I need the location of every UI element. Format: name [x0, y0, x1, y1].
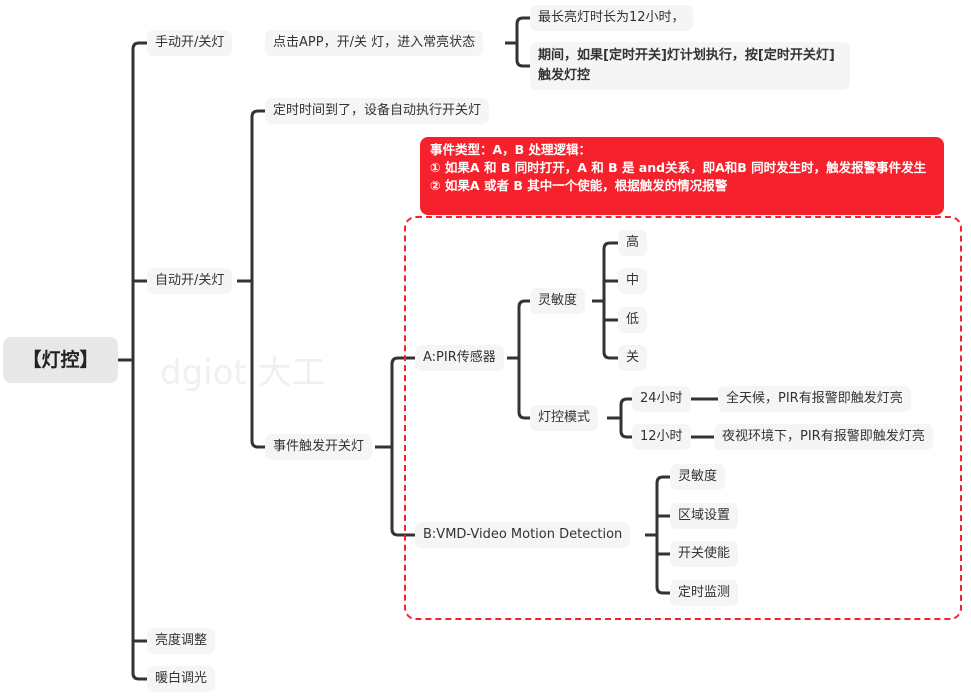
node-pir-sensitivity[interactable]: 灵敏度	[530, 288, 586, 314]
node-click-app[interactable]: 点击APP，开/关 灯，进入常亮状态	[265, 30, 484, 56]
logic-line-1: ① 如果A 和 B 同时打开，A 和 B 是 and关系，即A和B 同时发生时，…	[430, 160, 927, 175]
connector	[515, 16, 530, 68]
node-auto[interactable]: 自动开/关灯	[147, 268, 233, 294]
node-vmd-sensitivity[interactable]: 灵敏度	[670, 464, 726, 490]
ab-group-frame	[404, 216, 962, 620]
node-mode-24h-desc[interactable]: 全天候，PIR有报警即触发灯亮	[718, 386, 911, 412]
connector	[655, 475, 670, 595]
connector	[390, 356, 415, 537]
node-vmd-enable[interactable]: 开关使能	[670, 541, 739, 567]
logic-note[interactable]: 事件类型：A，B 处理逻辑： ① 如果A 和 B 同时打开，A 和 B 是 an…	[420, 137, 944, 215]
logic-title: 事件类型：A，B 处理逻辑：	[430, 142, 592, 157]
node-light-mode[interactable]: 灯控模式	[530, 405, 599, 431]
node-warm-white[interactable]: 暖白调光	[147, 666, 216, 692]
logic-line-2: ② 如果A 或者 B 其中一个使能，根据触发的情况报警	[430, 178, 728, 193]
node-max-duration[interactable]: 最长亮灯时长为12小时，	[530, 5, 693, 31]
node-pir[interactable]: A:PIR传感器	[415, 345, 504, 371]
node-level-off[interactable]: 关	[618, 345, 648, 371]
connector	[602, 241, 618, 360]
root-node[interactable]: 【灯控】	[3, 337, 118, 383]
node-vmd-region[interactable]: 区域设置	[670, 503, 739, 529]
node-level-high[interactable]: 高	[618, 230, 648, 256]
node-vmd-schedule[interactable]: 定时监测	[670, 580, 739, 606]
connector	[517, 299, 530, 420]
node-brightness[interactable]: 亮度调整	[147, 628, 216, 654]
node-level-low[interactable]: 低	[618, 307, 648, 333]
watermark: dgiot 大工	[160, 353, 326, 393]
node-mode-12h-desc[interactable]: 夜视环境下，PIR有报警即触发灯亮	[714, 424, 933, 450]
node-mode-12h[interactable]: 12小时	[632, 424, 691, 450]
node-manual[interactable]: 手动开/关灯	[147, 30, 233, 56]
node-vmd[interactable]: B:VMD-Video Motion Detection	[415, 522, 631, 548]
node-level-mid[interactable]: 中	[618, 268, 648, 294]
connector	[619, 397, 632, 439]
node-mode-24h[interactable]: 24小时	[632, 386, 691, 412]
connector	[131, 41, 147, 681]
connector	[250, 109, 265, 449]
node-timer-override[interactable]: 期间，如果[定时开关]灯计划执行，按[定时开关灯]触发灯控	[530, 42, 850, 90]
node-event[interactable]: 事件触发开关灯	[265, 434, 373, 460]
node-timer[interactable]: 定时时间到了，设备自动执行开关灯	[265, 98, 490, 124]
